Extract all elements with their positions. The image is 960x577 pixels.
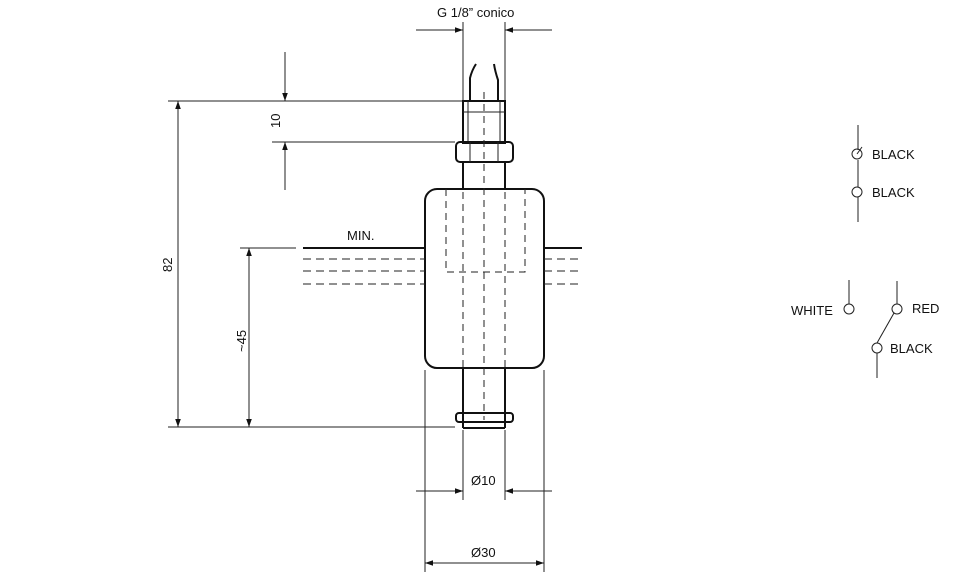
changeover-wire-b-label: BLACK xyxy=(890,341,933,356)
terminal-circle xyxy=(851,148,863,160)
changeover-wire-a-label: RED xyxy=(912,301,939,316)
float-level-dimension: ~45 xyxy=(234,330,249,352)
thread-dimension: G 1/8” conico xyxy=(437,5,514,20)
terminal-circle xyxy=(851,186,863,198)
changeover-common-label: WHITE xyxy=(791,303,833,318)
dimension-lines: G 1/8” conico 10 82 ~45 Ø10 Ø30 xyxy=(160,5,552,572)
cable-wire-left xyxy=(469,63,477,100)
contact-symbol-changeover: WHITE RED BLACK xyxy=(791,280,939,378)
stop-collar xyxy=(455,412,514,423)
terminal-circle xyxy=(871,342,883,354)
contact-symbol-nc: BLACK BLACK xyxy=(851,125,915,222)
liquid-min-label: MIN. xyxy=(347,228,374,243)
cable-wire-right xyxy=(493,63,499,100)
float-diameter-dimension: Ø30 xyxy=(471,545,496,560)
nc-wire1-label: BLACK xyxy=(872,147,915,162)
overall-length-dimension: 82 xyxy=(160,258,175,272)
terminal-circle xyxy=(891,303,903,315)
stem-diameter-dimension: Ø10 xyxy=(471,473,496,488)
sensor-body xyxy=(424,63,545,429)
liquid-level: MIN. xyxy=(303,228,582,285)
terminal-circle xyxy=(843,303,855,315)
nc-wire2-label: BLACK xyxy=(872,185,915,200)
nut-height-dimension: 10 xyxy=(268,114,283,128)
